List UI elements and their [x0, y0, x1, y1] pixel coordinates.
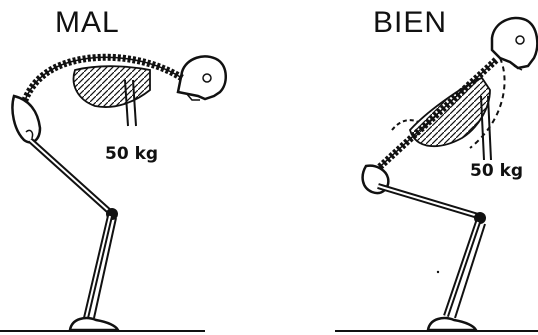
weight-label-bad: 50 kg	[105, 144, 158, 164]
foot-good	[428, 318, 476, 330]
foot-bad	[70, 318, 118, 330]
label-good-posture: BIEN	[373, 6, 447, 40]
skull-bad	[178, 56, 226, 100]
label-bad-posture: MAL	[55, 6, 120, 40]
ribcage-good	[410, 78, 490, 146]
skeleton-bad-posture	[0, 56, 226, 331]
weight-label-good: 50 kg	[470, 161, 523, 181]
skull-good	[492, 18, 537, 70]
ribcage-bad	[74, 66, 150, 107]
pelvis-bad	[12, 96, 40, 142]
